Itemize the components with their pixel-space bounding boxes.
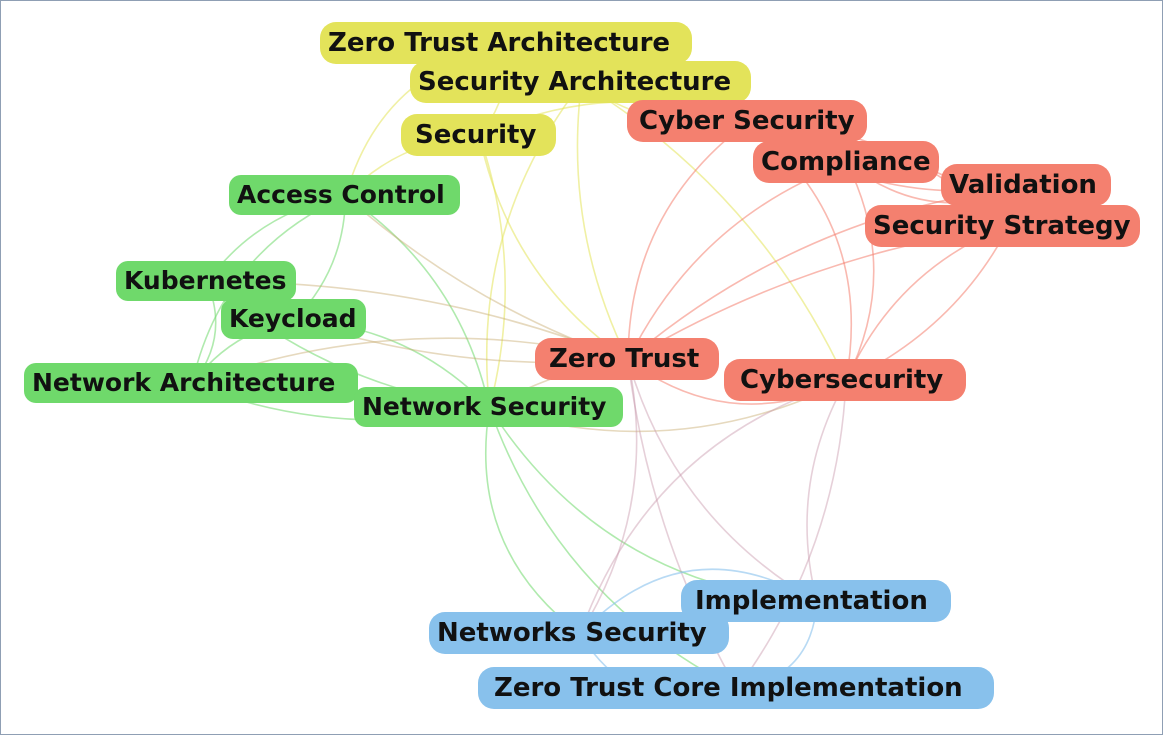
node-validation[interactable]: Validation bbox=[941, 164, 1111, 206]
node-access-control[interactable]: Access Control bbox=[229, 175, 460, 215]
edge-security-to-zero-trust bbox=[478, 135, 629, 361]
edge-zero-trust-to-cyber-security bbox=[627, 121, 749, 361]
edge-cybersecurity-to-security-strategy bbox=[845, 226, 1004, 382]
node-network-architecture[interactable]: Network Architecture bbox=[24, 363, 358, 403]
node-security-architecture[interactable]: Security Architecture bbox=[410, 61, 751, 103]
node-networks-security[interactable]: Networks Security bbox=[429, 612, 729, 654]
node-zero-trust[interactable]: Zero Trust bbox=[535, 338, 719, 380]
node-zero-trust-architecture[interactable]: Zero Trust Architecture bbox=[320, 22, 692, 64]
edge-cybersecurity-to-compliance bbox=[845, 162, 875, 382]
node-cybersecurity[interactable]: Cybersecurity bbox=[724, 359, 966, 401]
edge-zero-trust-to-implementation bbox=[627, 359, 818, 603]
edge-access-control-to-network-security bbox=[345, 195, 491, 409]
edge-security-architecture-to-zero-trust bbox=[576, 82, 629, 361]
node-zero-trust-core-implementation[interactable]: Zero Trust Core Implementation bbox=[478, 667, 994, 709]
node-keycloak[interactable]: Keycload bbox=[221, 299, 366, 339]
edge-zero-trust-to-networks-security bbox=[579, 359, 638, 635]
edge-security-architecture-to-network-security bbox=[485, 82, 583, 409]
edge-network-security-to-zero-trust-core-implementation bbox=[488, 407, 738, 690]
node-network-security[interactable]: Network Security bbox=[354, 387, 623, 427]
node-kubernetes[interactable]: Kubernetes bbox=[116, 261, 296, 301]
node-implementation[interactable]: Implementation bbox=[681, 580, 951, 622]
edge-network-security-to-networks-security bbox=[484, 407, 581, 635]
node-compliance[interactable]: Compliance bbox=[753, 141, 939, 183]
edge-cybersecurity-to-implementation bbox=[806, 380, 847, 603]
edge-cybersecurity-to-zero-trust-core-implementation bbox=[736, 380, 847, 690]
edge-security-to-network-security bbox=[478, 135, 506, 409]
node-security[interactable]: Security bbox=[401, 114, 556, 156]
node-cyber-security[interactable]: Cyber Security bbox=[627, 100, 867, 142]
node-security-strategy[interactable]: Security Strategy bbox=[865, 205, 1140, 247]
